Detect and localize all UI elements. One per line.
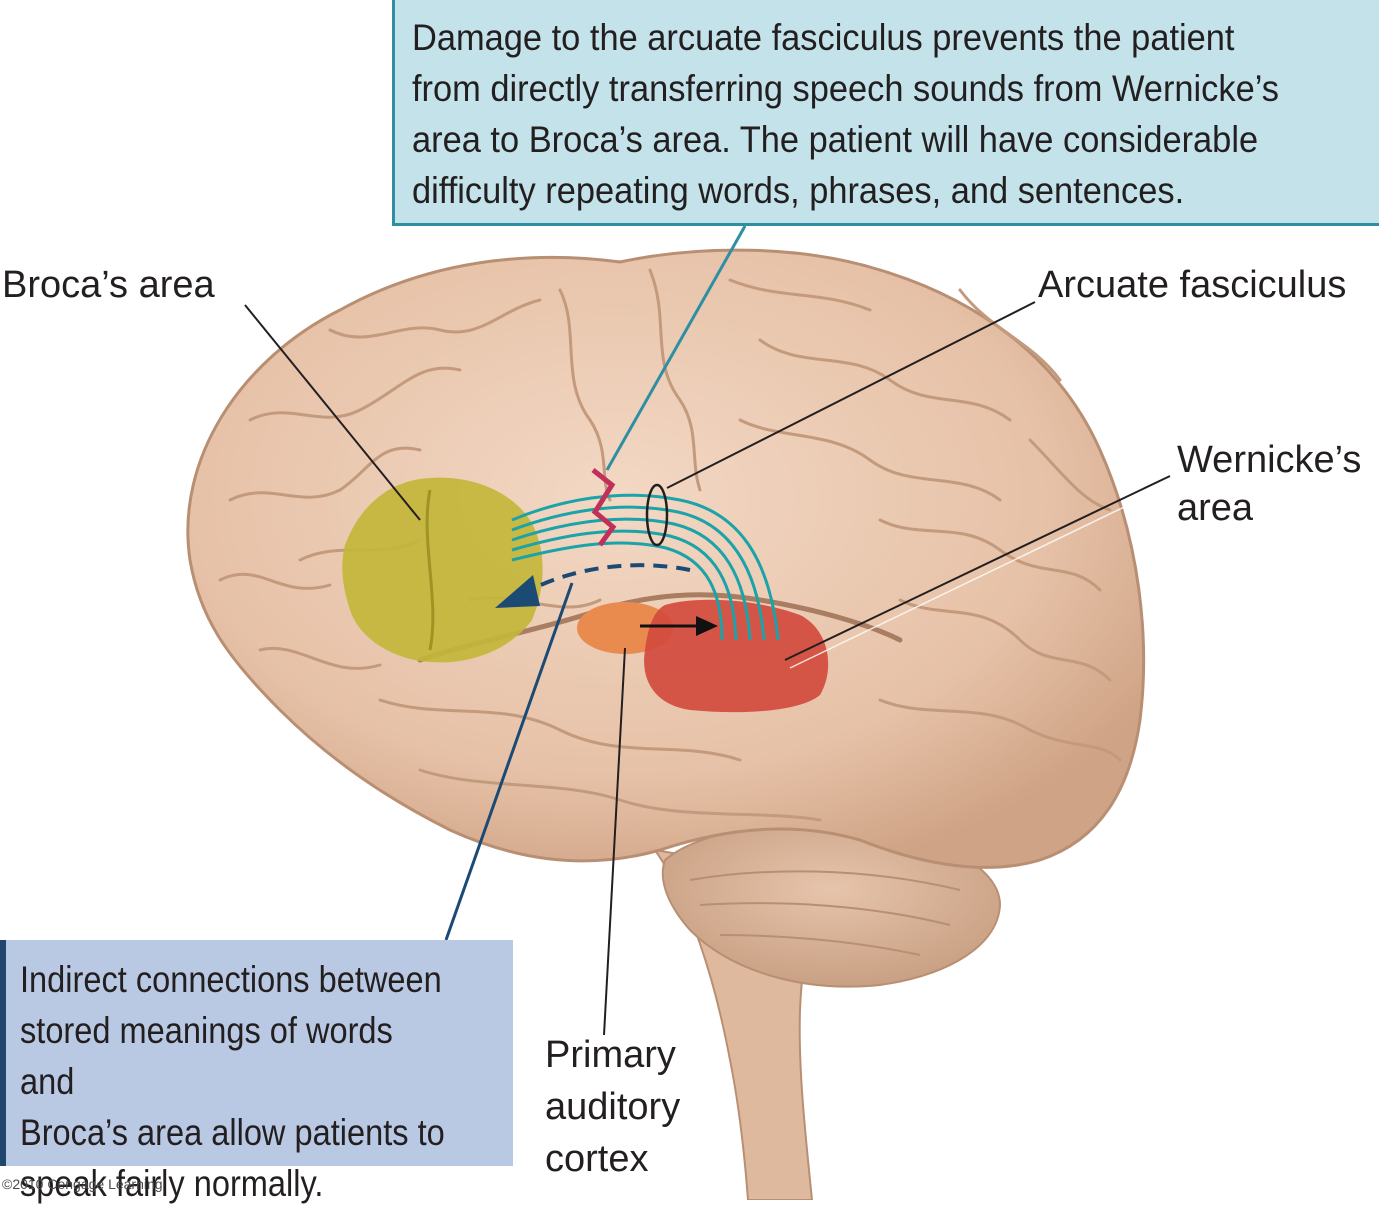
cerebrum xyxy=(188,250,1144,867)
indirect-callout-text: Indirect connections between stored mean… xyxy=(20,954,454,1209)
arcuate-fasciculus-label: Arcuate fasciculus xyxy=(1038,261,1346,309)
brocas-area-region xyxy=(342,478,542,663)
wernickes-area-label: Wernicke’s area xyxy=(1177,436,1361,532)
damage-callout-text: Damage to the arcuate fasciculus prevent… xyxy=(412,12,1279,216)
wernickes-area-region xyxy=(644,600,828,712)
damage-callout-box: Damage to the arcuate fasciculus prevent… xyxy=(392,0,1379,226)
primary-auditory-cortex-label: Primary auditory cortex xyxy=(545,1029,680,1185)
brocas-area-label: Broca’s area xyxy=(2,261,215,309)
copyright-credit: ©2010 Cengage Learning xyxy=(2,1176,163,1192)
indirect-callout-box: Indirect connections between stored mean… xyxy=(0,940,513,1166)
